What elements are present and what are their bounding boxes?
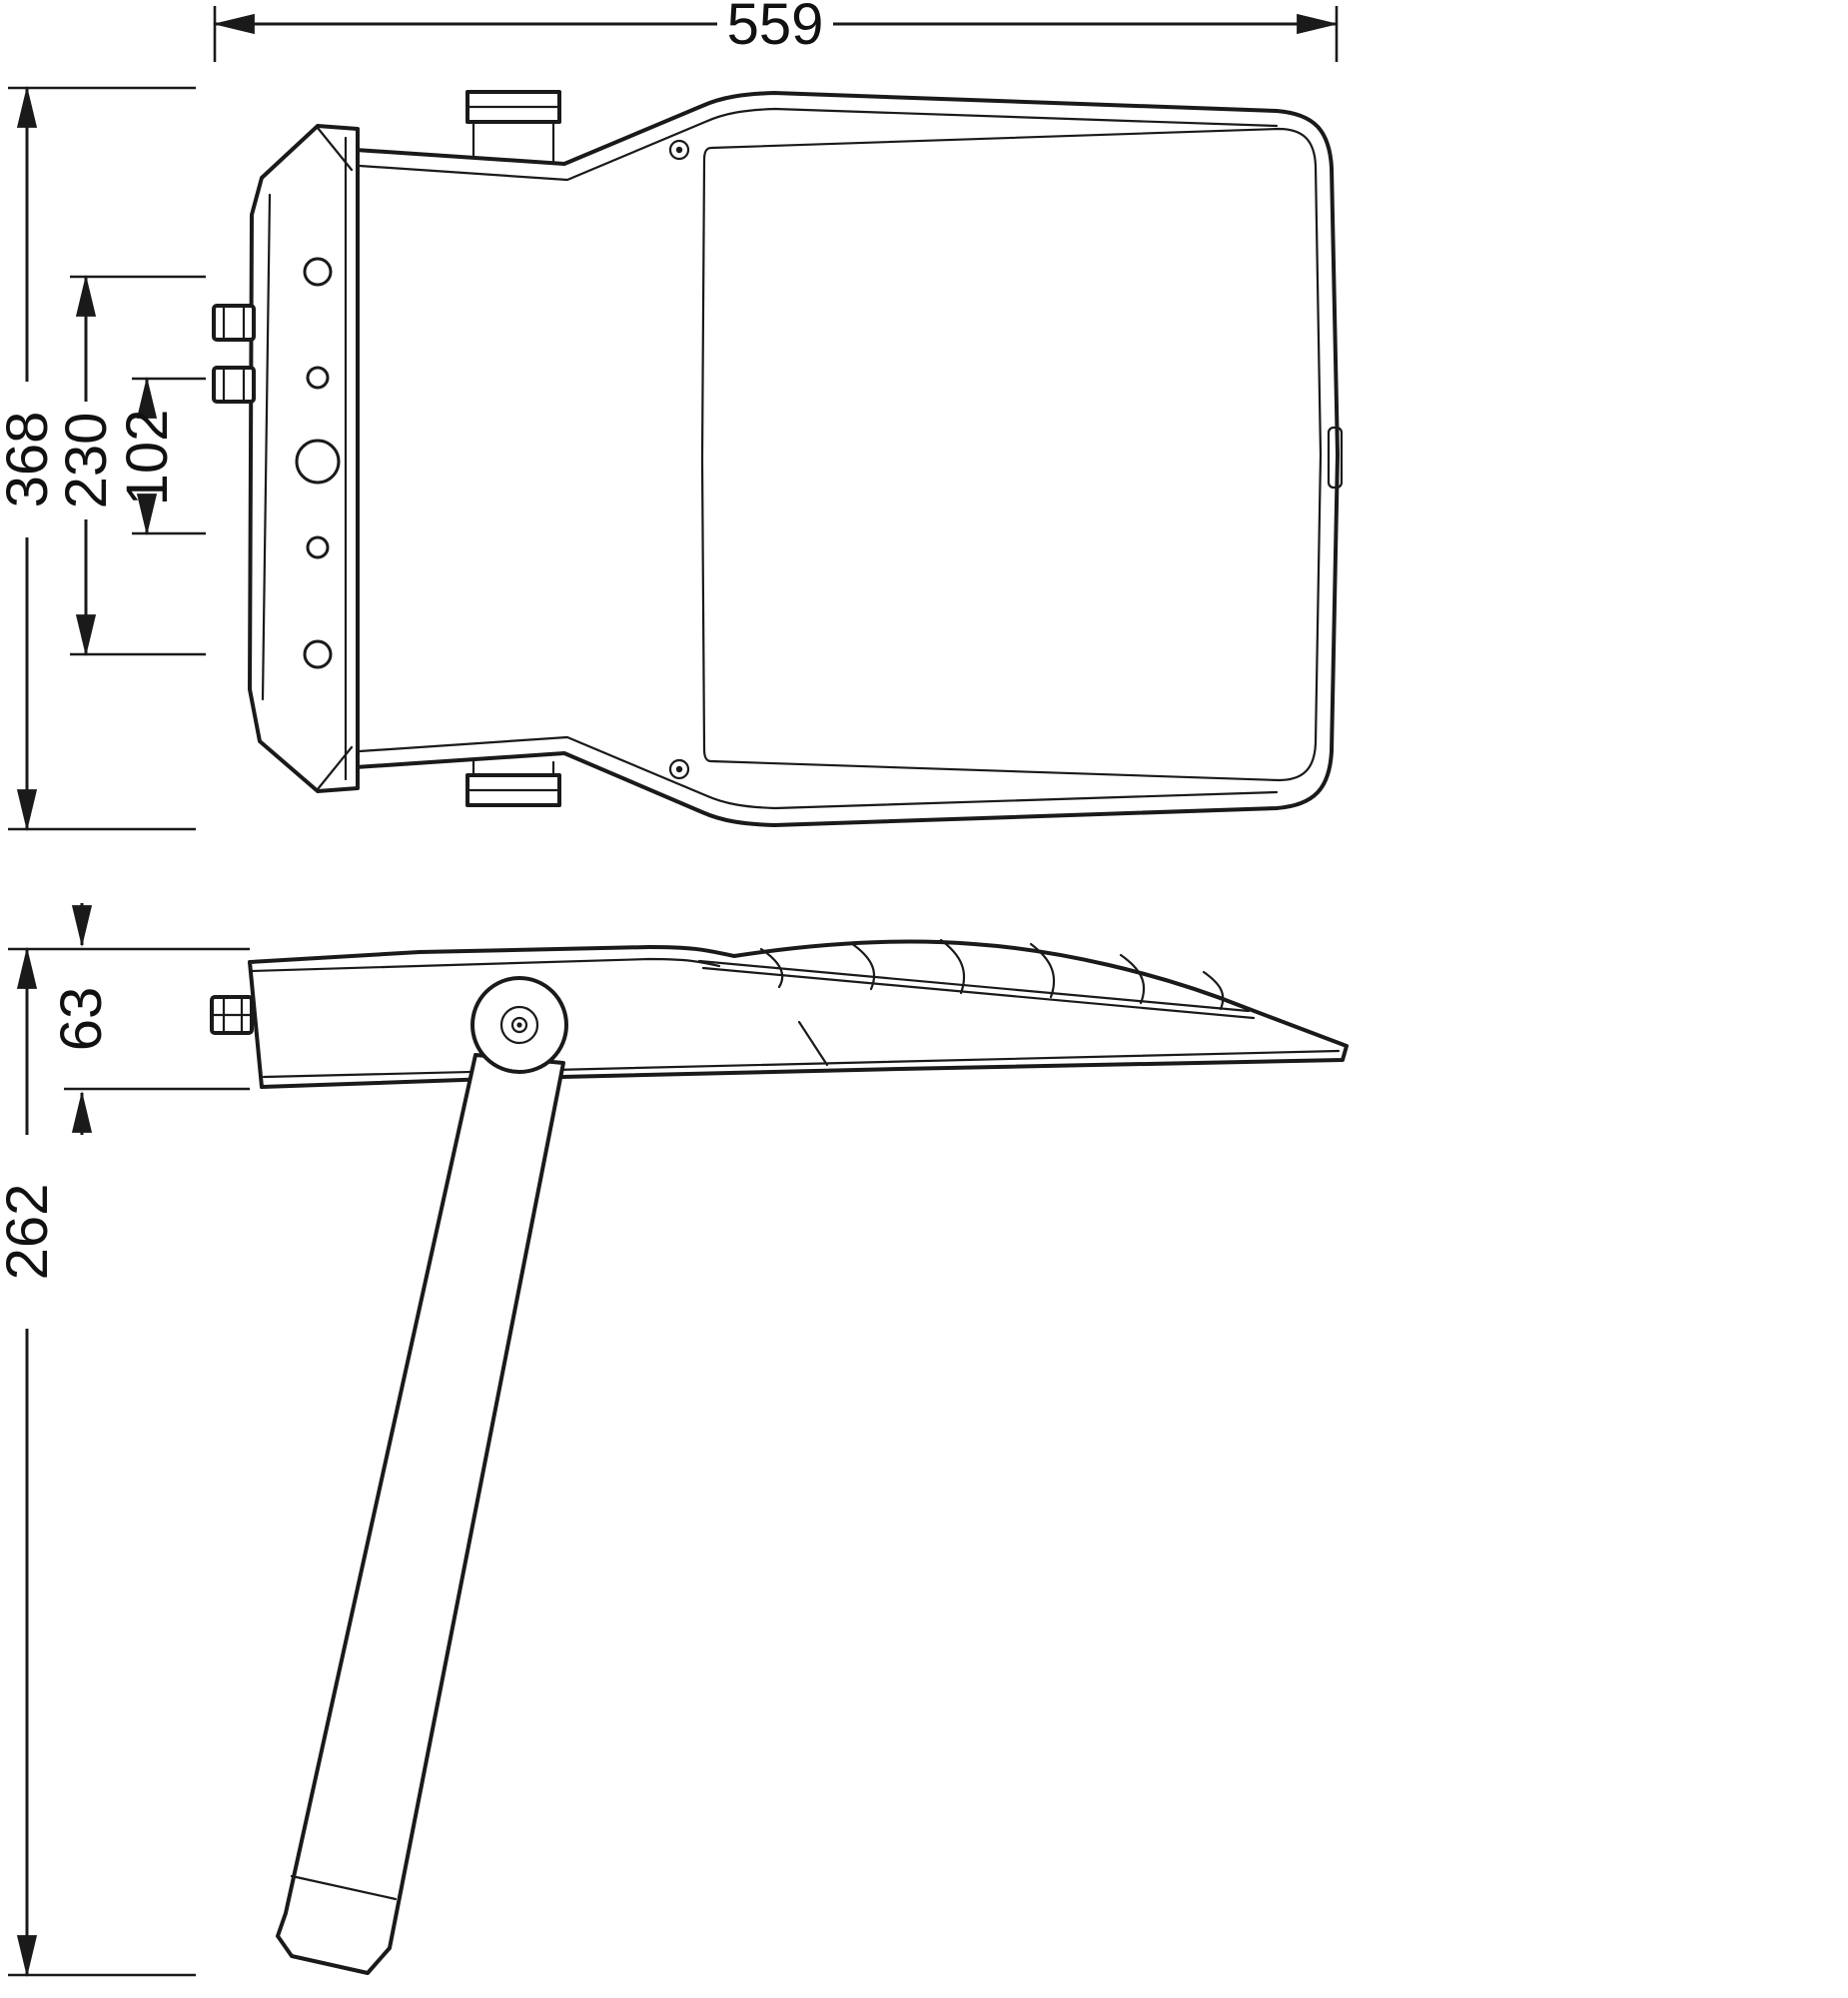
side-top-inner-edge bbox=[250, 957, 721, 973]
stand-arm bbox=[276, 1053, 565, 1975]
mounting-hole bbox=[303, 639, 333, 669]
dim-label-hole-spacing-inner: 102 bbox=[115, 410, 180, 506]
housing-step-line bbox=[797, 1020, 829, 1067]
top-view bbox=[212, 90, 1344, 827]
pivot-center bbox=[516, 1022, 522, 1028]
bottom-mounting-tab bbox=[465, 759, 561, 807]
cable-gland-side bbox=[210, 995, 254, 1035]
center-hole bbox=[295, 439, 341, 485]
lens-base-line bbox=[697, 959, 1251, 1013]
dim-hole-spacing-inner: 102 bbox=[115, 376, 206, 536]
arm-outline bbox=[276, 1053, 565, 1975]
dim-overall-width: 559 bbox=[212, 0, 1340, 62]
dim-hole-spacing-outer: 230 bbox=[54, 274, 206, 657]
bracket-left-inner-edge bbox=[261, 193, 272, 701]
dim-label-width: 559 bbox=[727, 0, 824, 57]
lens-panel bbox=[700, 127, 1323, 782]
cable-gland-bottom bbox=[212, 366, 256, 404]
dim-label-height: 262 bbox=[0, 1184, 60, 1281]
mounting-hole bbox=[306, 366, 330, 390]
dim-label-depth: 368 bbox=[0, 412, 60, 508]
pivot-hinge bbox=[470, 976, 568, 1074]
pivot-inner bbox=[510, 1016, 528, 1034]
cable-gland-top bbox=[212, 304, 256, 342]
dim-overall-height: 262 bbox=[0, 946, 196, 1978]
housing-inner-bottom-edge bbox=[358, 735, 1279, 810]
housing-outline bbox=[354, 91, 1340, 827]
screw-top bbox=[668, 139, 690, 161]
side-view bbox=[210, 938, 1349, 1975]
tab-connectors bbox=[471, 759, 555, 777]
mounting-hole bbox=[303, 257, 333, 287]
tab-connectors bbox=[471, 120, 555, 165]
dim-label-thickness: 63 bbox=[49, 987, 114, 1052]
side-clip bbox=[1327, 426, 1344, 490]
dim-overall-depth: 368 bbox=[0, 85, 196, 832]
mounting-bracket bbox=[248, 124, 360, 793]
housing-inner-top-edge bbox=[358, 107, 1279, 182]
mounting-hole bbox=[306, 535, 330, 559]
pivot-mid bbox=[499, 1005, 539, 1045]
side-bottom-inner-edge bbox=[262, 1049, 1341, 1079]
top-mounting-tab bbox=[465, 90, 561, 165]
dim-housing-thickness: 63 bbox=[8, 903, 250, 1135]
lens-ribs bbox=[759, 938, 1225, 1011]
arm-foot-line bbox=[290, 1874, 398, 1901]
bracket-chamfers bbox=[316, 126, 354, 791]
lens-base-line-2 bbox=[701, 966, 1256, 1020]
dim-label-hole-spacing-outer: 230 bbox=[54, 413, 119, 509]
screw-bottom bbox=[668, 758, 690, 780]
dimensions: 559 368 230 102 bbox=[0, 0, 1340, 1978]
